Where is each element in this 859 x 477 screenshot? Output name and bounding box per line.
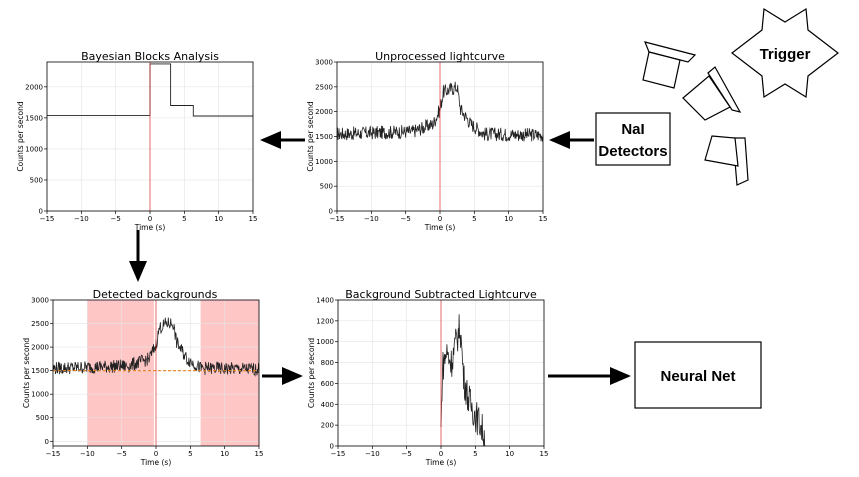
x-tick-label: 15 bbox=[540, 450, 549, 458]
x-tick-label: 10 bbox=[214, 215, 223, 223]
y-tick-label: 400 bbox=[321, 401, 334, 409]
x-axis-label: Time (s) bbox=[140, 458, 172, 467]
x-tick-label: 0 bbox=[148, 215, 152, 223]
detector-icon-2 bbox=[682, 66, 742, 121]
y-tick-label: 200 bbox=[321, 422, 334, 430]
y-tick-label: 2500 bbox=[315, 83, 333, 91]
x-tick-label: 15 bbox=[539, 215, 548, 223]
chart-title: Bayesian Blocks Analysis bbox=[81, 50, 219, 63]
x-tick-label: −10 bbox=[365, 450, 380, 458]
x-tick-label: −10 bbox=[80, 450, 95, 458]
y-axis-label: Counts per second bbox=[16, 101, 25, 171]
background-subtracted-chart: −15 −10 −5 0 5 10 15 0 200 400 600 800 1000 1200 1400 B… bbox=[307, 288, 548, 467]
y-tick-label: 600 bbox=[321, 380, 334, 388]
series-line bbox=[440, 314, 486, 447]
x-tick-label: 0 bbox=[439, 450, 443, 458]
x-tick-label: 5 bbox=[472, 215, 476, 223]
nai-detectors-box: NaI Detectors bbox=[595, 112, 671, 166]
y-axis-label: Counts per second bbox=[307, 338, 316, 408]
chart-title: Background Subtracted Lightcurve bbox=[345, 288, 537, 301]
chart-title: Detected backgrounds bbox=[93, 288, 218, 301]
x-tick-label: −15 bbox=[46, 450, 61, 458]
x-tick-label: −5 bbox=[111, 215, 121, 223]
y-tick-label: 1500 bbox=[315, 133, 333, 141]
y-tick-label: 1000 bbox=[25, 145, 43, 153]
y-tick-label: 500 bbox=[320, 183, 333, 191]
y-tick-label: 0 bbox=[39, 208, 43, 216]
x-axis-label: Time (s) bbox=[134, 223, 166, 232]
x-tick-label: −10 bbox=[364, 215, 379, 223]
x-tick-label: 10 bbox=[505, 450, 514, 458]
y-tick-label: 500 bbox=[30, 176, 43, 184]
x-tick-label: −5 bbox=[402, 450, 412, 458]
y-tick-label: 0 bbox=[45, 438, 49, 446]
neural-net-box: Neural Net bbox=[634, 341, 762, 409]
y-axis-label: Counts per second bbox=[22, 338, 31, 408]
chart-title: Unprocessed lightcurve bbox=[375, 50, 505, 63]
detected-backgrounds-chart: −15 −10 −5 0 5 10 15 0 500 1000 1500 2000 2500 3000 De… bbox=[22, 288, 263, 467]
detectors-label-line1: NaI bbox=[621, 121, 644, 138]
x-tick-label: −15 bbox=[330, 215, 345, 223]
y-tick-label: 2000 bbox=[315, 108, 333, 116]
x-tick-label: 5 bbox=[473, 450, 477, 458]
trigger-star: Trigger bbox=[731, 7, 839, 99]
background-region bbox=[87, 300, 154, 446]
x-tick-label: −10 bbox=[74, 215, 89, 223]
y-tick-label: 1500 bbox=[25, 114, 43, 122]
y-tick-label: 2000 bbox=[25, 83, 43, 91]
x-tick-label: 15 bbox=[255, 450, 264, 458]
y-tick-label: 0 bbox=[330, 443, 334, 451]
x-tick-label: 15 bbox=[249, 215, 258, 223]
y-tick-label: 500 bbox=[36, 414, 49, 422]
y-tick-label: 1400 bbox=[316, 297, 334, 305]
y-tick-label: 1200 bbox=[316, 317, 334, 325]
x-tick-label: −15 bbox=[331, 450, 346, 458]
neural-net-label: Neural Net bbox=[660, 368, 735, 385]
y-tick-label: 2500 bbox=[31, 320, 49, 328]
y-tick-label: 3000 bbox=[315, 59, 333, 67]
x-tick-label: 10 bbox=[504, 215, 513, 223]
x-tick-label: −5 bbox=[117, 450, 127, 458]
x-tick-label: 0 bbox=[438, 215, 442, 223]
x-tick-label: 5 bbox=[188, 450, 192, 458]
y-tick-label: 800 bbox=[321, 359, 334, 367]
y-tick-label: 1500 bbox=[31, 367, 49, 375]
trigger-label: Trigger bbox=[760, 46, 811, 63]
background-region bbox=[200, 300, 259, 446]
x-axis-label: Time (s) bbox=[424, 223, 456, 232]
y-tick-label: 3000 bbox=[31, 297, 49, 305]
detector-icon-3 bbox=[704, 135, 749, 186]
y-tick-label: 1000 bbox=[31, 391, 49, 399]
y-axis-label: Counts per second bbox=[306, 101, 315, 171]
y-tick-label: 1000 bbox=[315, 158, 333, 166]
bayesian-blocks-chart: −15 −10 −5 0 5 10 15 0 500 1000 1500 2000 Bayesian B… bbox=[16, 50, 257, 232]
x-axis-label: Time (s) bbox=[425, 458, 457, 467]
x-tick-label: −5 bbox=[401, 215, 411, 223]
y-tick-label: 1000 bbox=[316, 338, 334, 346]
y-tick-label: 2000 bbox=[31, 344, 49, 352]
detector-icon-1 bbox=[642, 41, 697, 89]
x-tick-label: −15 bbox=[40, 215, 55, 223]
y-tick-label: 0 bbox=[329, 208, 333, 216]
detectors-label-line2: Detectors bbox=[598, 143, 667, 160]
x-tick-label: 5 bbox=[182, 215, 186, 223]
x-tick-label: 0 bbox=[154, 450, 158, 458]
unprocessed-lightcurve-chart: −15 −10 −5 0 5 10 15 0 500 1000 1500 2000 2500 3000 Un… bbox=[306, 50, 547, 232]
x-tick-label: 10 bbox=[220, 450, 229, 458]
